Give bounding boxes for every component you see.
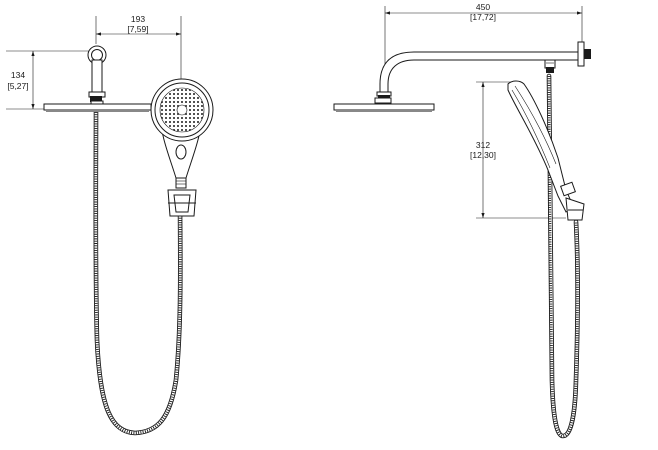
front-rain-showerhead [43, 103, 152, 112]
front-hose [93, 109, 183, 436]
front-width-value: 193 [131, 14, 145, 24]
side-hose [546, 73, 580, 439]
side-holder-bracket [565, 197, 585, 221]
side-height-value: 312 [476, 140, 490, 150]
front-wall-arm [87, 45, 107, 105]
side-width-value: 450 [476, 2, 490, 12]
side-width-dimension: 450 [17,72] [384, 2, 583, 92]
side-view: 450 [17,72] 312 [12,30] [333, 2, 591, 439]
front-height-imperial: [5,27] [7, 81, 28, 91]
side-height-imperial: [12,30] [470, 150, 496, 160]
front-width-imperial: [7,59] [127, 24, 148, 34]
front-width-dimension: 193 [7,59] [95, 14, 182, 86]
side-rain-showerhead [333, 91, 435, 112]
front-hand-shower [150, 78, 214, 189]
side-hand-shower [507, 80, 576, 213]
front-height-dimension: 134 [5,27] [6, 50, 92, 110]
front-holder-bracket [167, 189, 197, 217]
front-view: 193 [7,59] 134 [5,27] [6, 14, 214, 436]
front-height-value: 134 [11, 70, 25, 80]
side-width-imperial: [17,72] [470, 12, 496, 22]
side-shower-arm [379, 41, 591, 93]
